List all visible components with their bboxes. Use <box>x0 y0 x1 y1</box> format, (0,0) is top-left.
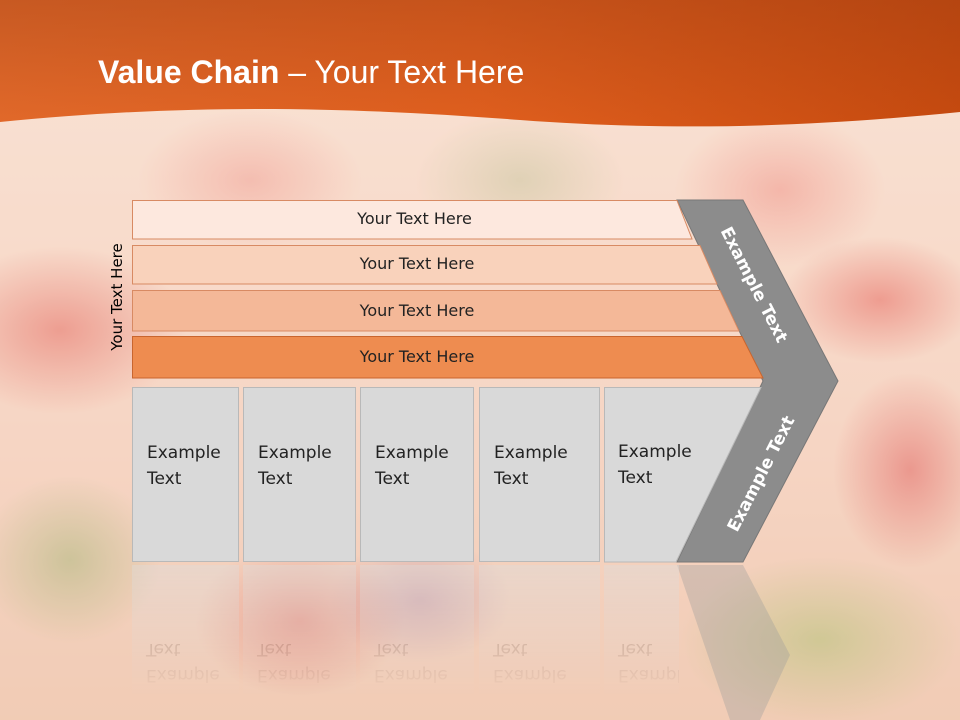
bar-4-label: Your Text Here <box>359 347 475 366</box>
slide-title: Value Chain – Your Text Here <box>98 54 524 91</box>
reflection-4: Example Text <box>479 565 600 720</box>
reflection-4-label: Example Text <box>493 639 567 685</box>
reflection-2: Example Text <box>243 565 356 720</box>
title-rest: – Your Text Here <box>279 54 525 90</box>
reflection-2-label: Example Text <box>257 639 331 685</box>
title-bold: Value Chain <box>98 54 280 90</box>
reflection-5-label: Example Text <box>618 639 679 685</box>
activity-box-1-label: Example Text <box>147 443 221 489</box>
reflection-3: Example Text <box>360 565 474 720</box>
activity-box-5-label: Example Text <box>618 442 692 488</box>
reflection-1: Example Text <box>132 565 239 720</box>
reflection-1-label: Example Text <box>146 639 220 685</box>
activity-box-2[interactable]: Example Text <box>243 387 356 562</box>
side-label-text: Your Text Here <box>108 243 126 351</box>
side-label: Your Text Here <box>108 243 126 350</box>
activity-box-2-label: Example Text <box>258 443 332 489</box>
activity-box-4[interactable]: Example Text <box>479 387 600 562</box>
header-banner <box>0 0 960 127</box>
bar-3-label: Your Text Here <box>359 301 475 320</box>
activity-box-4-label: Example Text <box>494 443 568 489</box>
activity-box-3-label: Example Text <box>375 443 449 489</box>
bar-1-label: Your Text Here <box>357 209 472 228</box>
reflection-3-label: Example Text <box>374 639 448 685</box>
bar-2-label: Your Text Here <box>359 254 475 273</box>
activity-box-5[interactable]: Example Text <box>604 387 704 562</box>
activity-box-5-shape <box>604 387 762 563</box>
activity-box-3[interactable]: Example Text <box>360 387 474 562</box>
reflection-5: Example Text <box>604 565 679 720</box>
activity-box-1[interactable]: Example Text <box>132 387 239 562</box>
